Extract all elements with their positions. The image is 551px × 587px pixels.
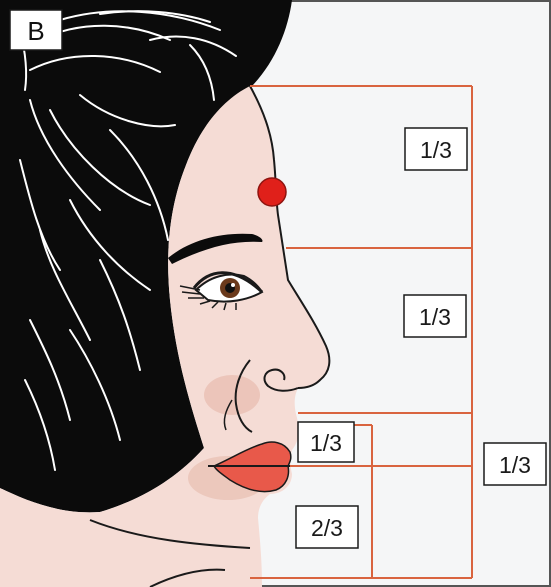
ratio-label-upper-third: 1/3: [405, 128, 467, 170]
ratio-upper-third-text: 1/3: [420, 137, 452, 163]
ratio-lower-lip-chin-text: 2/3: [311, 515, 343, 541]
ratio-lower-third-text: 1/3: [499, 452, 531, 478]
ratio-label-lower-third: 1/3: [484, 443, 546, 485]
ratio-label-upper-lip: 1/3: [298, 422, 354, 462]
panel-label: B: [10, 10, 62, 50]
panel-label-text: B: [27, 16, 44, 46]
cheek-shadow: [204, 375, 260, 415]
eye-highlight: [231, 283, 235, 287]
ratio-middle-third-text: 1/3: [419, 304, 451, 330]
ratio-upper-lip-text: 1/3: [310, 430, 342, 456]
ratio-label-lower-lip-chin: 2/3: [296, 506, 358, 548]
ratio-label-middle-third: 1/3: [404, 295, 466, 337]
